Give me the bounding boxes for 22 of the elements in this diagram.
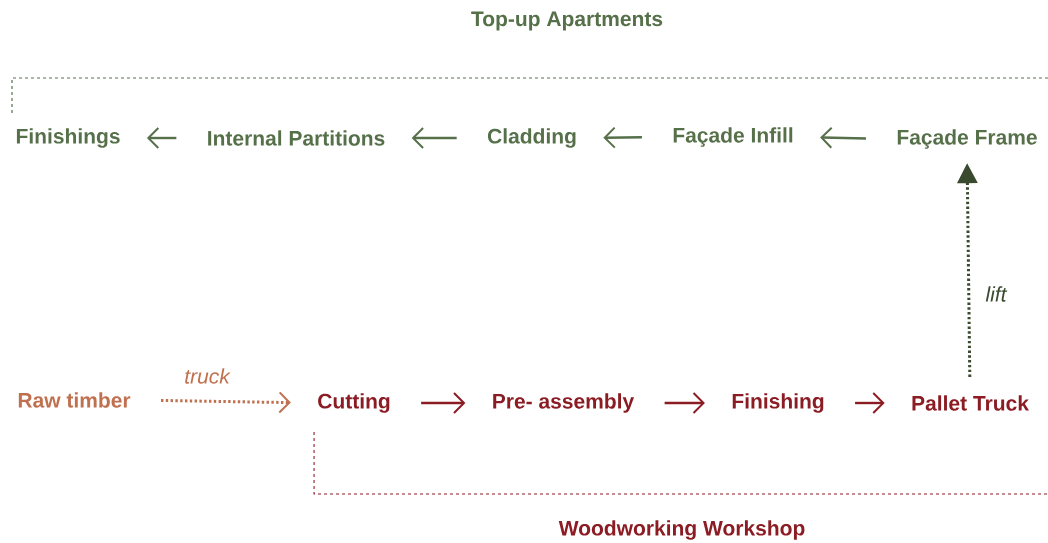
step-label: Internal Partitions (208, 130, 385, 146)
step-label: Pallet Truck (912, 395, 1029, 411)
step-label: Pre- assembly (493, 393, 635, 413)
arrow (603, 126, 642, 149)
step-label: Cutting (318, 393, 390, 413)
arrow (411, 127, 457, 149)
step-label: Raw timber (18, 392, 131, 408)
arrow (820, 126, 867, 149)
group-title: Top-up Apartments (471, 11, 663, 31)
edge-label: truck (182, 366, 232, 386)
arrow (855, 392, 885, 414)
arrow (146, 127, 177, 149)
step-label: Façade Frame (897, 129, 1037, 149)
edge-label: lift (983, 284, 1009, 304)
arrow (160, 391, 291, 414)
step-label: Façade Infill (673, 127, 793, 147)
step-label: Finishing (732, 393, 824, 413)
group-title: Woodworking Workshop (558, 520, 805, 540)
step-label: Finishings (16, 128, 120, 148)
arrow (421, 392, 466, 414)
step-label: Cladding (487, 128, 576, 148)
arrow (664, 392, 705, 414)
